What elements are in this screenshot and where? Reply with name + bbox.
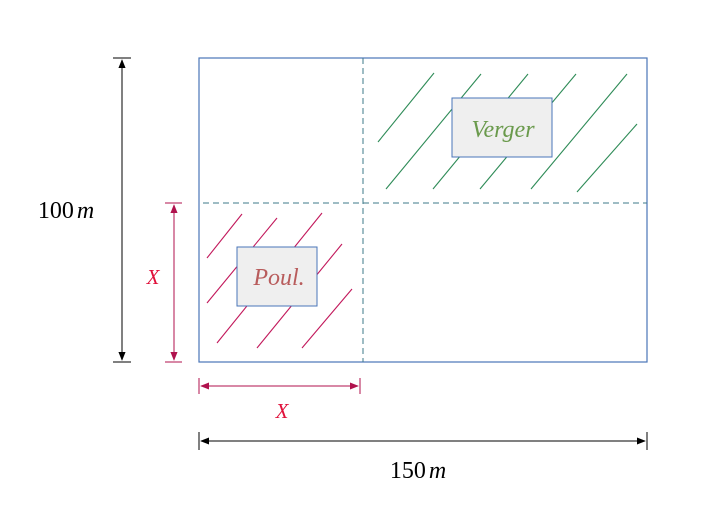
width-unit: m	[429, 458, 446, 484]
orchard-label: Verger	[471, 117, 535, 143]
poultry-label-box: Poul.	[236, 246, 318, 307]
x-horizontal-dimension: X	[198, 378, 361, 423]
x-vertical-dimension: X	[146, 202, 182, 363]
x-horizontal-label: X	[275, 399, 290, 423]
x-vertical-label: X	[146, 265, 161, 289]
width-value: 150	[390, 458, 426, 484]
orchard-label-box: Verger	[451, 97, 553, 158]
field-boundary	[198, 57, 648, 363]
height-value: 100	[38, 198, 74, 224]
poultry-label: Poul.	[252, 265, 304, 291]
height-unit: m	[77, 198, 94, 224]
